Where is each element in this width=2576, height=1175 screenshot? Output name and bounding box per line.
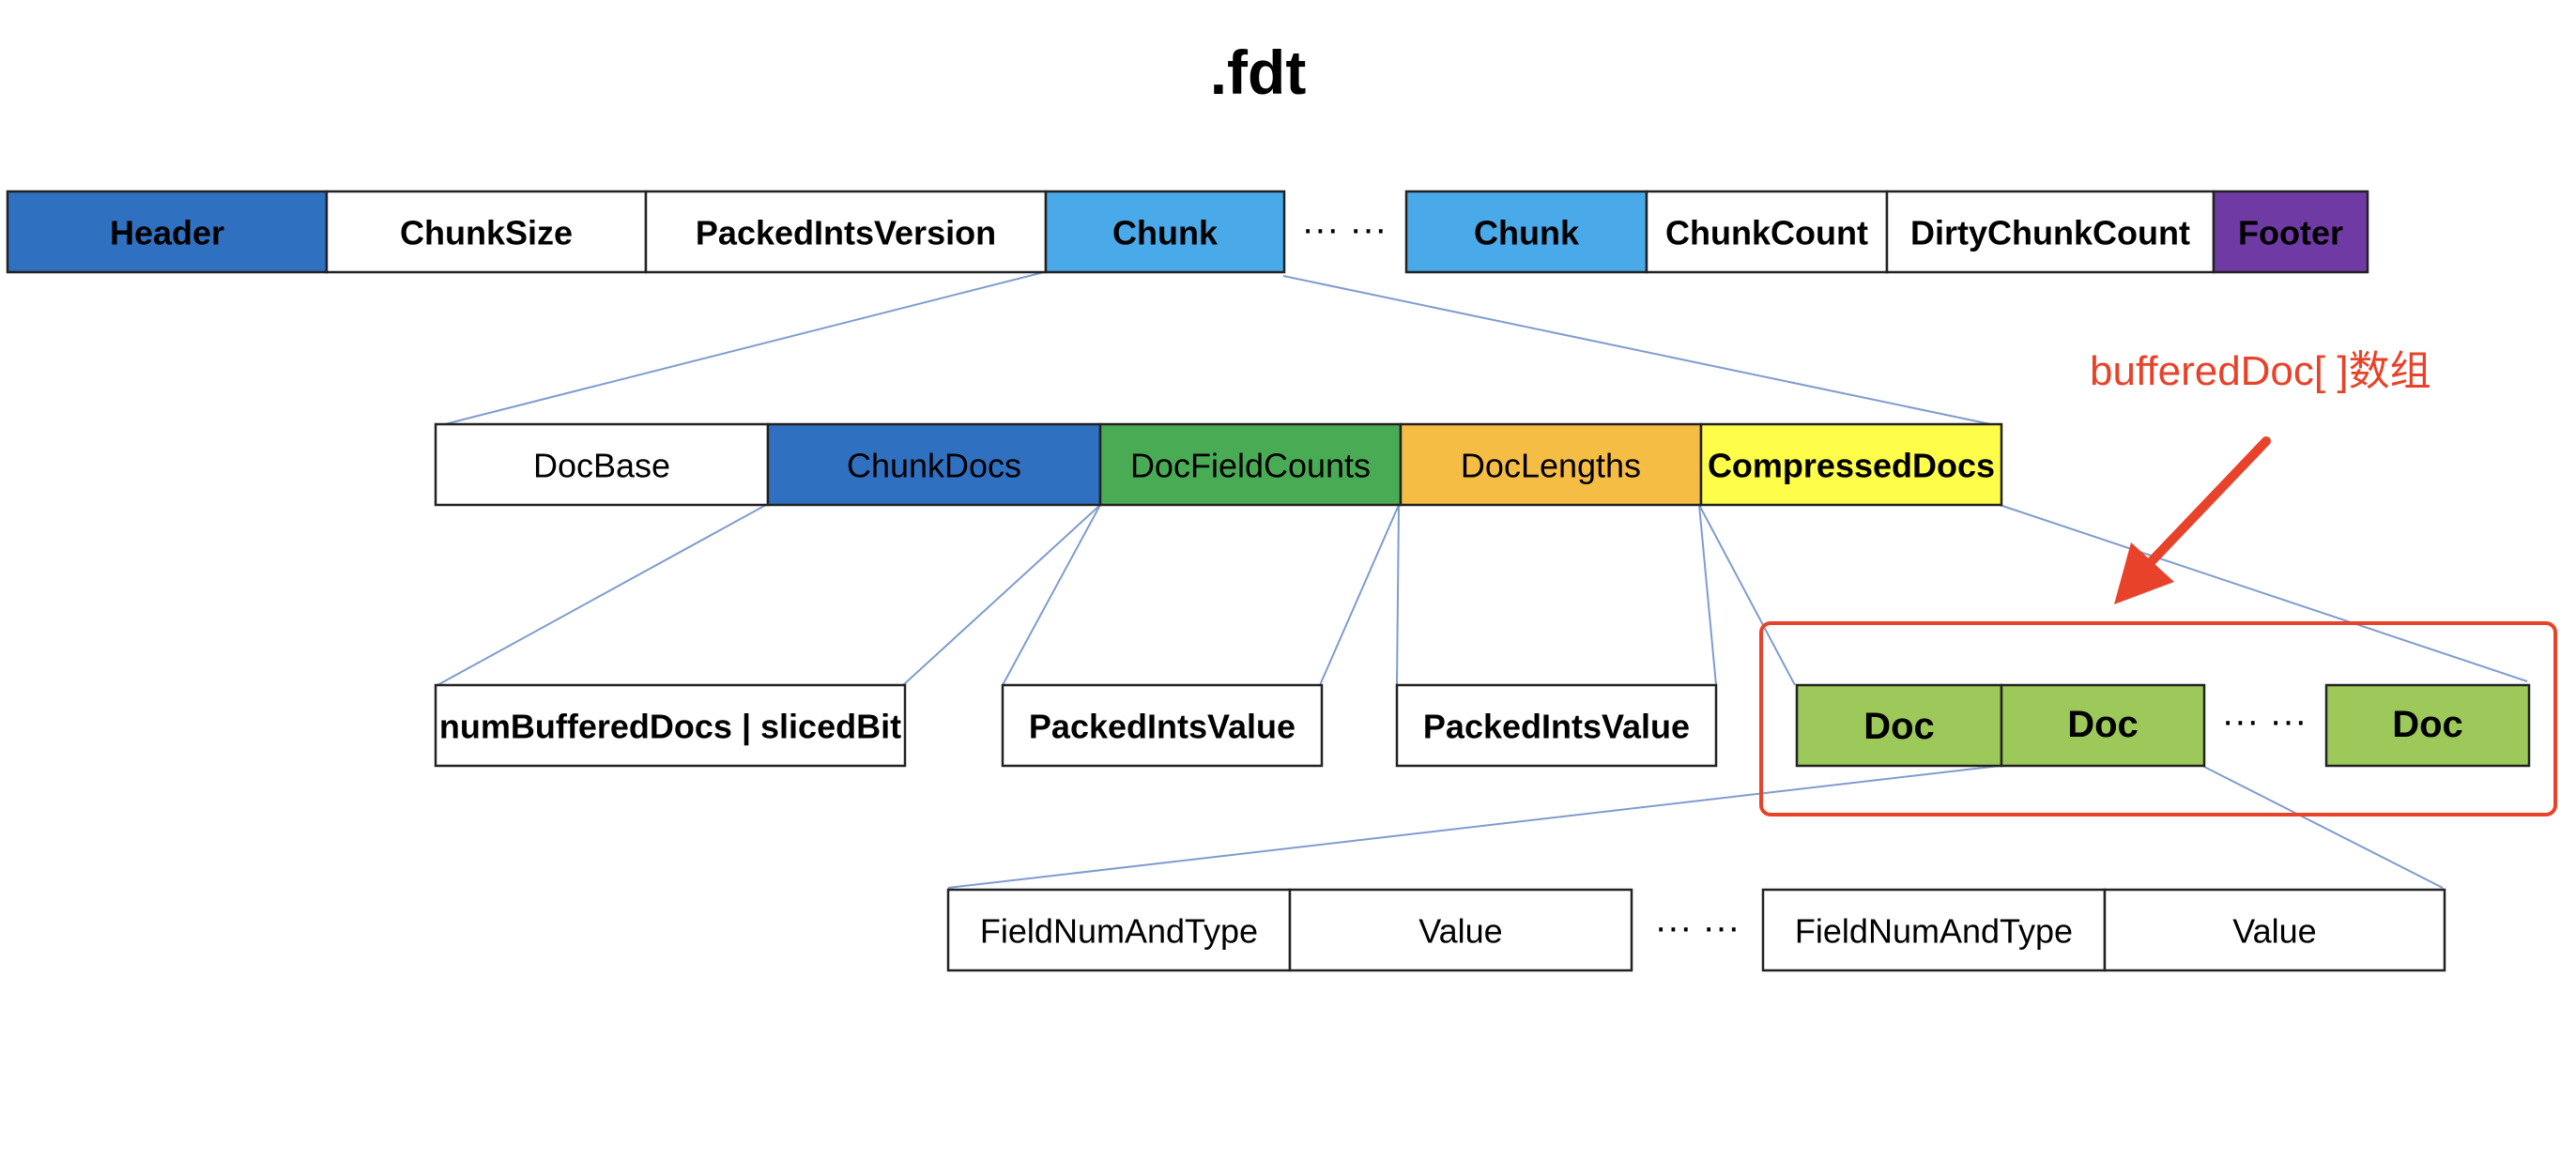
fdt-row-ellipsis: ··· ··· (1301, 208, 1387, 250)
header-box (6, 190, 329, 274)
dirty-chunk-count-label: DirtyChunkCount (1910, 214, 2190, 252)
footer-label: Footer (2238, 214, 2343, 252)
field-row-labels: FieldNumAndType Value ··· ··· FieldNumAn… (980, 907, 2317, 951)
value-box-1 (1288, 888, 1633, 972)
chunk-label-last: Chunk (1474, 214, 1580, 252)
doc-field-counts-label: DocFieldCounts (1130, 447, 1371, 485)
detail-row (434, 683, 2531, 768)
field-num-and-type-box-1 (946, 888, 1292, 972)
chunk-size-box (325, 190, 648, 274)
connector-compressed-right (1999, 504, 2528, 682)
connector-doclengths-right (1698, 504, 1717, 686)
value-box-2 (2103, 888, 2446, 972)
header-label: Header (110, 214, 224, 252)
packed-ints-value-label-1: PackedIntsValue (1029, 708, 1296, 746)
value-label-1: Value (1418, 912, 1502, 951)
field-num-and-type-box-2 (1761, 888, 2107, 972)
dirty-chunk-count-box (1885, 190, 2216, 274)
chunk-row-labels: DocBase ChunkDocs DocFieldCounts DocLeng… (533, 447, 1995, 485)
fdt-row (6, 190, 2369, 274)
doc-lengths-label: DocLengths (1461, 447, 1641, 485)
connector-lines (437, 271, 2528, 889)
connector-doclengths-left (1396, 504, 1400, 686)
doc-label-2: Doc (2067, 704, 2139, 745)
connector-docbase-right (902, 504, 1101, 686)
buffered-doc-annotation-label: bufferedDoc[ ]数组 (2090, 348, 2431, 394)
packed-ints-version-box (644, 190, 1048, 274)
connector-doc-right (2201, 765, 2444, 889)
chunk-docs-box (766, 422, 1102, 507)
connector-docbase-left (437, 504, 767, 686)
doc-row-ellipsis: ··· ··· (2221, 700, 2307, 741)
compressed-docs-box (1699, 422, 2003, 507)
value-label-2: Value (2232, 912, 2316, 951)
fdt-row-labels: Header ChunkSize PackedIntsVersion Chunk… (110, 208, 2343, 252)
diagram-title: .fdt (1210, 38, 1307, 107)
field-row (946, 888, 2446, 972)
doc-field-counts-box (1098, 422, 1403, 507)
buffered-doc-highlight-box (1759, 621, 2557, 816)
doc-label-3: Doc (2392, 704, 2463, 745)
connector-fieldcounts-right (1319, 504, 1400, 686)
num-buffered-docs-box (434, 683, 907, 768)
chunk-box-first (1044, 190, 1286, 274)
doc-lengths-box (1399, 422, 1703, 507)
chunk-docs-label: ChunkDocs (847, 447, 1021, 485)
doc-label-1: Doc (1863, 706, 1935, 747)
field-row-ellipsis: ··· ··· (1654, 907, 1740, 948)
connector-fieldcounts-left (1002, 504, 1101, 686)
chunk-box-last (1404, 190, 1648, 274)
doc-box-2 (2000, 683, 2206, 768)
connector-doc-left (947, 765, 2001, 889)
packed-ints-version-label: PackedIntsVersion (696, 214, 996, 252)
packed-ints-value-label-2: PackedIntsValue (1423, 708, 1690, 746)
footer-box (2212, 190, 2369, 274)
field-num-and-type-label-1: FieldNumAndType (980, 912, 1258, 951)
connector-chunk-right (1282, 275, 2001, 427)
field-num-and-type-label-2: FieldNumAndType (1795, 912, 2073, 951)
num-buffered-docs-label: numBufferedDocs | slicedBit (439, 708, 901, 747)
packed-ints-value-box-1 (1001, 683, 1324, 768)
chunk-row (434, 422, 2003, 507)
chunk-count-box (1645, 190, 1889, 274)
chunk-label-first: Chunk (1112, 214, 1219, 252)
doc-base-box (434, 422, 770, 507)
detail-row-labels: numBufferedDocs | slicedBit PackedIntsVa… (439, 700, 2463, 747)
connector-compressed-left (1698, 504, 1796, 686)
doc-base-label: DocBase (533, 447, 670, 485)
annotation-arrow (2114, 436, 2271, 604)
doc-box-3 (2324, 683, 2531, 768)
compressed-docs-label: CompressedDocs (1708, 447, 1995, 485)
chunk-count-label: ChunkCount (1665, 214, 1868, 252)
chunk-size-label: ChunkSize (400, 214, 573, 252)
packed-ints-value-box-2 (1395, 683, 1718, 768)
connector-chunk-left (437, 271, 1045, 427)
annotation-arrowhead (2114, 542, 2174, 604)
